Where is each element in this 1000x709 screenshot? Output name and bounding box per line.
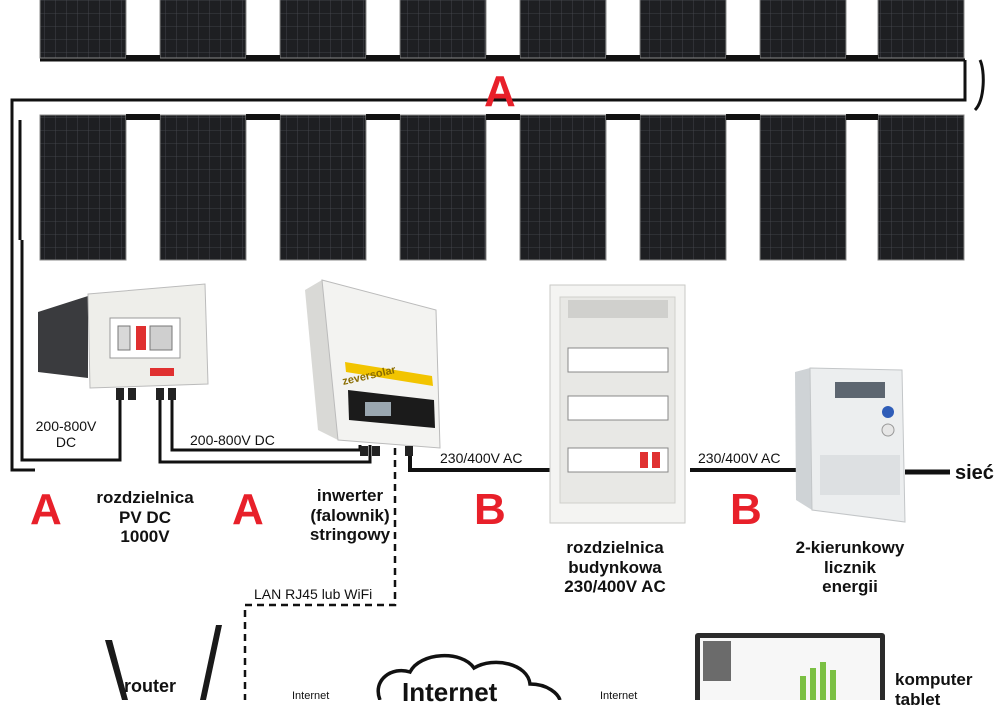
meter-line1: 2-kierunkowy	[795, 538, 905, 557]
dc-voltage-mid-label: 200-800V DC	[190, 432, 275, 448]
computer-line1: komputer	[895, 670, 973, 689]
dc-box-line2: PV DC	[119, 507, 171, 527]
dc-box-label: rozdzielnica PV DC 1000V	[80, 488, 210, 547]
inverter-line2: (falownik)	[310, 505, 390, 525]
computer-label: komputer tablet	[895, 670, 995, 709]
solar-panel-icon	[159, 0, 247, 59]
lan-cable	[243, 448, 397, 700]
cloud-icon	[376, 654, 562, 700]
solar-panel-icon	[39, 114, 127, 261]
router-icon	[105, 625, 222, 700]
solar-panel-icon	[877, 114, 965, 261]
ac-board-line2: budynkowa	[568, 557, 662, 577]
solar-panel-icon	[519, 0, 607, 59]
inverter-line3: stringowy	[309, 525, 391, 545]
section-a-left: A	[30, 485, 62, 534]
string-wiring	[10, 58, 985, 700]
dc-voltage-left-label: 200-800V DC	[26, 418, 106, 450]
lan-label: LAN RJ45 lub WiFi	[254, 586, 373, 602]
solar-panel-icon	[39, 0, 127, 59]
solar-panel-icon	[399, 114, 487, 261]
dc-box-icon	[38, 283, 209, 400]
grid-label: sieć	[955, 462, 994, 484]
computer-line2: tablet	[895, 689, 941, 709]
solar-panel-icon	[759, 0, 847, 59]
solar-panel-icon	[639, 114, 727, 261]
internet-right-label: Internet	[600, 690, 638, 702]
energy-meter-icon	[795, 367, 906, 523]
meter-label: 2-kierunkowy licznik energii	[775, 538, 925, 597]
meter-line2: licznik	[824, 557, 876, 577]
solar-panel-icon	[279, 114, 367, 261]
ac-voltage-1-label: 230/400V AC	[440, 450, 523, 466]
ac-board-line1: rozdzielnica	[566, 538, 664, 557]
dc-voltage-left-unit: DC	[55, 434, 77, 451]
router-label: router	[124, 676, 177, 696]
panel-connectors	[126, 55, 878, 120]
solar-panel-icon	[877, 0, 965, 59]
inverter-icon	[305, 279, 441, 456]
inverter-label: inwerter (falownik) stringowy	[290, 486, 410, 545]
solar-panel-icon	[759, 114, 847, 261]
string-label-a: A	[484, 67, 516, 116]
ac-board-icon	[549, 284, 686, 524]
dc-to-inverter-wire	[158, 400, 372, 464]
solar-panel-icon	[279, 0, 367, 59]
section-b-left: B	[474, 485, 506, 534]
monitor-icon	[695, 633, 885, 700]
solar-panel-icon	[159, 114, 247, 261]
ac-board-line3: 230/400V AC	[564, 577, 666, 597]
solar-panel-icon	[519, 114, 607, 261]
inverter-line1: inwerter	[316, 486, 384, 505]
section-a-mid: A	[232, 485, 264, 534]
meter-line3: energii	[822, 577, 878, 597]
solar-panel-icon	[399, 0, 487, 59]
dc-voltage-left-value: 200-800V	[35, 418, 97, 434]
section-b-right: B	[730, 485, 762, 534]
panel-row-top	[39, 0, 965, 59]
second-row-wire	[18, 59, 985, 240]
ac-board-label: rozdzielnica budynkowa 230/400V AC	[540, 538, 690, 597]
internet-left-label: Internet	[292, 690, 330, 702]
ac-voltage-2-label: 230/400V AC	[698, 450, 781, 466]
dc-box-line1: rozdzielnica	[96, 488, 194, 507]
internet-label: Internet	[402, 677, 498, 707]
panel-row-bottom	[39, 114, 965, 261]
solar-panel-icon	[639, 0, 727, 59]
string-return-wire	[20, 240, 122, 462]
dc-box-line3: 1000V	[120, 527, 170, 547]
